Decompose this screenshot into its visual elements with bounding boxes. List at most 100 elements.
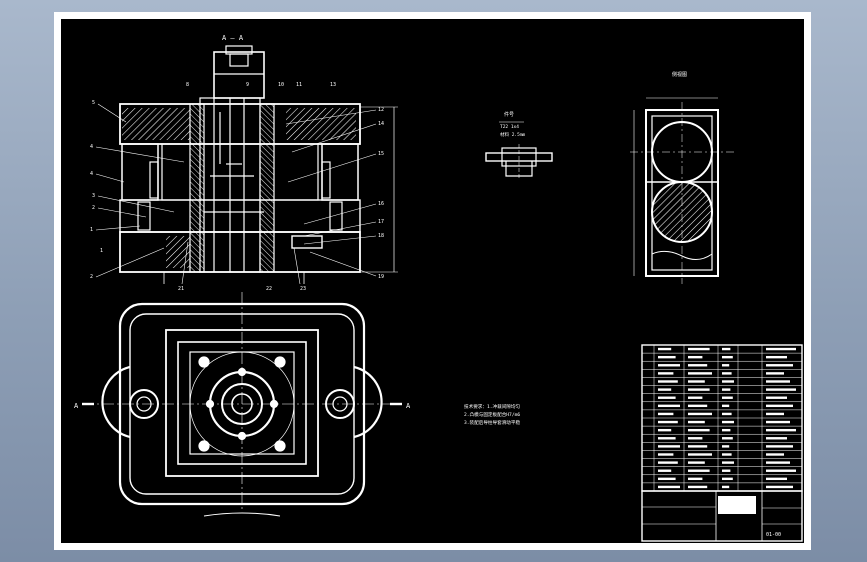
bom-cell-text xyxy=(722,364,730,367)
tech-req-2: 2.凸模与固定板配合H7/m6 xyxy=(464,411,520,418)
bom-cell-text xyxy=(722,347,731,351)
callout-left-8: 1 xyxy=(100,248,103,254)
section-label: A — A xyxy=(222,34,244,42)
bom-cell-text xyxy=(658,388,672,391)
callout-top-1: 8 xyxy=(186,82,189,88)
drawing-number: 01-00 xyxy=(766,532,781,538)
callout-top-4: 11 xyxy=(296,82,302,88)
callout-top-5: 13 xyxy=(330,82,336,88)
drawing-paper xyxy=(61,19,804,543)
bom-cell-text xyxy=(688,412,712,416)
bom-cell-text xyxy=(766,412,784,416)
callout-right-5: 17 xyxy=(378,219,384,225)
bom-cell-text xyxy=(658,485,680,489)
callout-left-7: 2 xyxy=(90,274,93,280)
bom-cell-text xyxy=(722,485,730,489)
bom-cell-text xyxy=(766,396,787,399)
side-view xyxy=(630,97,734,284)
bom-cell-text xyxy=(766,485,793,489)
callout-right-7: 19 xyxy=(378,274,384,280)
section-mark-right: A xyxy=(406,402,411,410)
bom-cell-text xyxy=(658,404,680,408)
bom-cell-text xyxy=(722,404,730,408)
bom-cell-text xyxy=(658,380,678,383)
bom-cell-text xyxy=(766,469,796,472)
bom-cell-text xyxy=(722,445,730,448)
tech-req-1: 技术要求：1.冲裁间隙均匀 xyxy=(464,403,520,410)
bom-cell-text xyxy=(766,461,790,464)
bom-cell-text xyxy=(688,428,710,432)
bom-cell-text xyxy=(688,347,710,351)
bom-cell-text xyxy=(688,469,710,472)
bom-cell-text xyxy=(688,485,708,489)
bom-cell-text xyxy=(688,355,703,359)
bom-cell-text xyxy=(722,469,731,472)
callout-top-2: 9 xyxy=(246,82,249,88)
callout-bottom-3: 23 xyxy=(300,286,306,292)
bom-cell-text xyxy=(688,461,705,464)
bom-cell-text xyxy=(766,380,790,383)
bom-cell-text xyxy=(722,437,733,440)
bom-cell-text xyxy=(688,396,703,399)
bom-cell-text xyxy=(766,404,793,408)
callout-top-3: 10 xyxy=(278,82,284,88)
bom-cell-text xyxy=(766,388,796,391)
callout-right-3: 15 xyxy=(378,151,384,157)
bom-cell-text xyxy=(766,453,784,456)
side-view-title: 侧视图 xyxy=(672,71,687,78)
bom-cell-text xyxy=(658,372,674,375)
bom-cell-text xyxy=(766,428,796,432)
bom-cell-text xyxy=(688,372,712,375)
bom-cell-text xyxy=(688,453,712,456)
bom-cell-text xyxy=(688,364,708,367)
bom-cell-text xyxy=(658,469,672,472)
bom-cell-text xyxy=(658,477,676,481)
callout-left-3: 4 xyxy=(90,171,93,177)
bom-cell-text xyxy=(658,453,674,456)
callout-right-1: 12 xyxy=(378,107,384,113)
bom-cell-text xyxy=(658,364,680,367)
cad-drawing: A — A xyxy=(61,19,804,543)
bom-cell-text xyxy=(722,380,734,383)
bom-cell-text xyxy=(766,347,796,351)
callout-left-2: 4 xyxy=(90,144,93,150)
callout-right-4: 16 xyxy=(378,201,384,207)
callout-right-2: 14 xyxy=(378,121,384,127)
bom-cell-text xyxy=(658,347,672,351)
bom-cell-text xyxy=(688,420,705,424)
part-detail-note-1: T22 1x4 xyxy=(500,124,519,130)
bom-cell-text xyxy=(766,477,787,481)
bom-cell-text xyxy=(658,412,674,416)
bom-cell-text xyxy=(658,396,676,399)
bom-cell-text xyxy=(658,461,678,464)
bom-cell-text xyxy=(722,420,734,424)
tech-req-3: 3.装配后导柱导套滑动平稳 xyxy=(464,419,520,426)
bom-cell-text xyxy=(658,428,672,432)
callout-bottom-2: 22 xyxy=(266,286,272,292)
bom-cell-text xyxy=(722,372,732,375)
plan-view xyxy=(82,292,402,517)
bom-cell-text xyxy=(722,428,731,432)
bom-cell-text xyxy=(766,445,793,448)
callout-left-1: 5 xyxy=(92,100,95,106)
bom-cell-text xyxy=(688,445,708,448)
callout-bottom-1: 21 xyxy=(178,286,184,292)
bom-cell-text xyxy=(688,388,710,391)
bom-cell-text xyxy=(722,396,733,399)
bom-cell-text xyxy=(658,437,676,440)
part-detail xyxy=(485,121,553,180)
part-detail-note-2: 材料 2.5mm xyxy=(500,131,526,138)
drawing-sheet: A — A xyxy=(54,12,811,550)
bom-cell-text xyxy=(722,388,731,391)
bom-cell-text xyxy=(688,380,705,383)
bom-cell-text xyxy=(722,355,733,359)
callout-left-5: 2 xyxy=(92,205,95,211)
leader-lines xyxy=(95,103,377,285)
bom-cell-text xyxy=(688,437,703,440)
bom-cell-text xyxy=(658,420,678,424)
bom-cell-text xyxy=(688,477,703,481)
title-block xyxy=(641,490,803,542)
part-detail-title: 件号 xyxy=(504,111,514,118)
bom-cell-text xyxy=(722,412,732,416)
bom-cell-text xyxy=(722,453,732,456)
